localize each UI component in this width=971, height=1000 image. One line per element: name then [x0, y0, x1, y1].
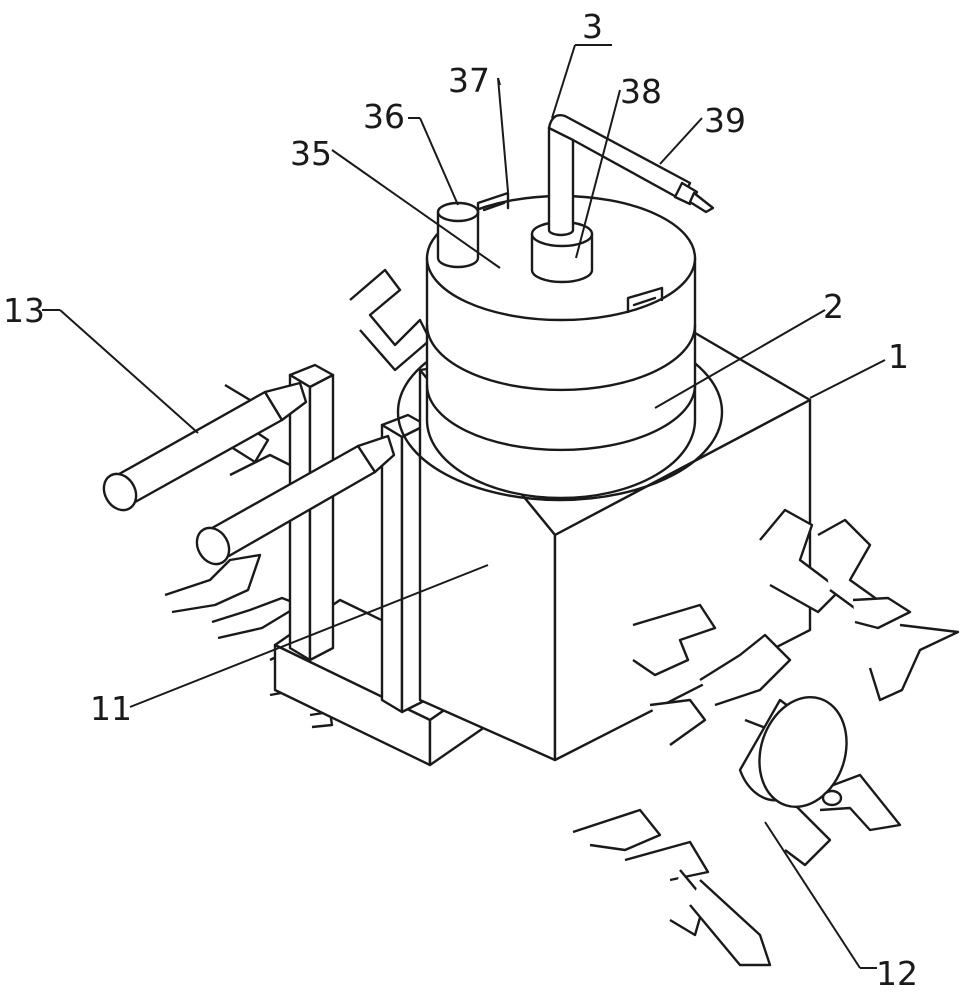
label-35: 35: [290, 134, 332, 173]
label-37: 37: [448, 61, 490, 100]
right-tiller: [572, 508, 960, 967]
label-11: 11: [90, 689, 132, 728]
cap-and-handle: [436, 191, 510, 269]
part-labels: 3 37 38 36 39 35 2 1 13 11 12: [3, 7, 918, 993]
handlebars: [102, 381, 396, 566]
leader-lines: [42, 44, 886, 969]
label-39: 39: [704, 101, 746, 140]
label-1: 1: [888, 337, 909, 376]
label-3: 3: [582, 7, 603, 46]
label-12: 12: [876, 954, 918, 993]
label-2: 2: [823, 287, 844, 326]
inlet-pipe-assembly: [530, 114, 715, 284]
label-13: 13: [3, 291, 45, 330]
label-38: 38: [620, 72, 662, 111]
tank: [425, 194, 697, 500]
label-36: 36: [363, 97, 405, 136]
